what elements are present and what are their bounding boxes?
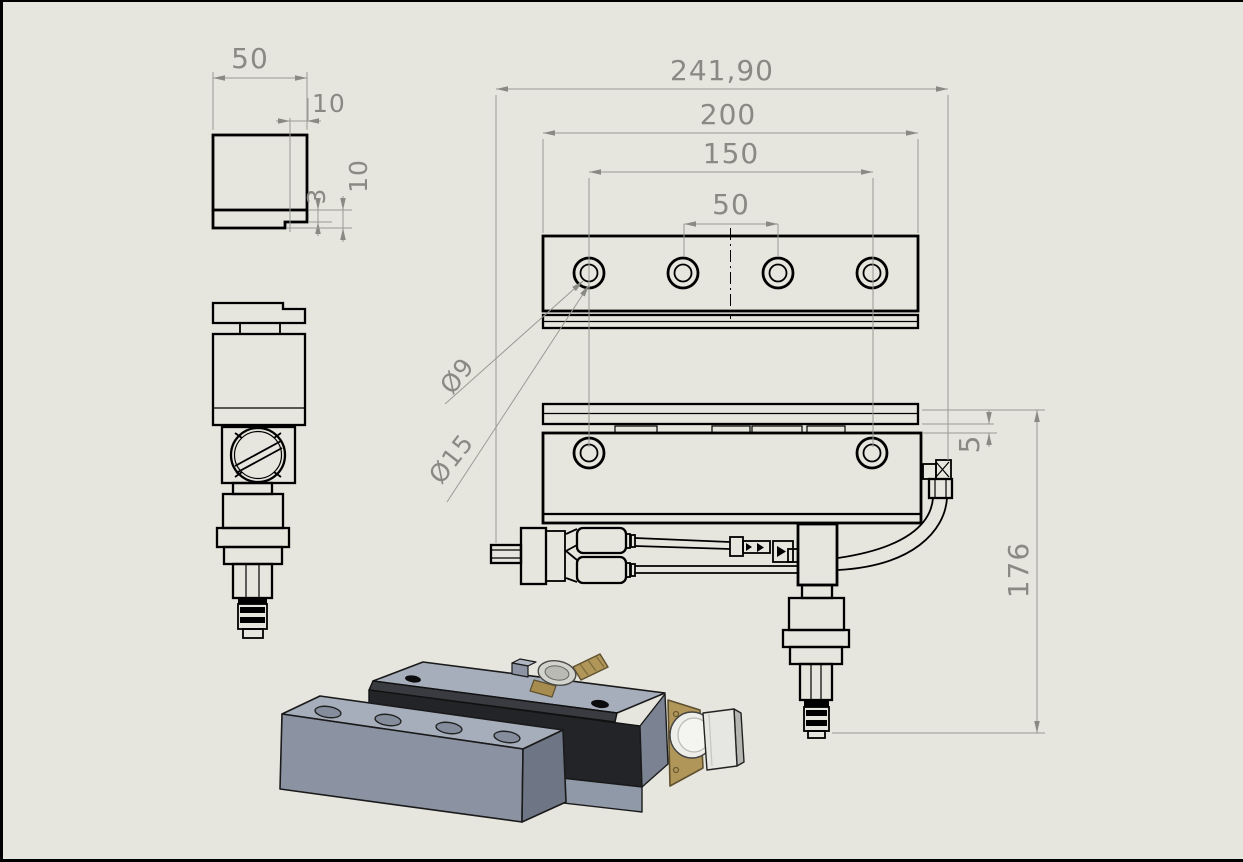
dim-side-width-text: 50 [231,42,269,75]
dim-hole-span-inner: 50 [683,188,779,257]
dim-shim-thickness-text: 5 [953,435,986,454]
front-bar-holes [314,705,521,744]
air-hose [837,497,948,571]
dim-plate-width-text: 200 [700,98,756,131]
dim-side-step-height: 3 [302,188,352,236]
dim-overall-height: 176 [832,409,1045,734]
dim-bore-large-text: Ø15 [423,428,479,489]
dim-hole-span-outer: 150 [588,137,874,447]
dim-overall-width-text: 241,90 [670,54,774,87]
air-hose [837,497,934,559]
dim-side-plate-thickness: 10 [287,159,373,242]
dim-side-plate-thickness-text: 10 [344,159,373,193]
ejector-block [781,522,851,739]
inline-fitting [729,536,799,563]
dim-side-step-width-text: 10 [312,89,346,118]
dim-plate-width: 200 [542,98,919,233]
side-view-bar-section: 50 10 3 10 [211,42,373,242]
dim-bore-small-text: Ø9 [434,352,480,399]
dim-hole-span-outer-text: 150 [703,137,759,170]
iso-render [279,653,745,823]
counterbored-holes-body [572,436,889,470]
side-view-ejector-assembly [211,301,307,639]
front-view-clamp-plate [541,228,920,330]
dim-side-step-width: 10 [276,89,346,232]
dim-side-step-height-text: 3 [302,188,331,205]
dim-side-width: 50 [212,42,308,130]
front-view-main-body [489,402,954,739]
dim-overall-height-text: 176 [1002,542,1035,598]
dim-shim-thickness: 5 [922,410,997,453]
air-tubes [634,537,798,574]
front-bar-end-face [521,729,567,823]
elbow-air-fitting [922,459,954,500]
dim-overall-width: 241,90 [495,54,949,543]
vacuum-manifold [489,526,636,586]
dim-hole-span-inner-text: 50 [712,188,750,221]
